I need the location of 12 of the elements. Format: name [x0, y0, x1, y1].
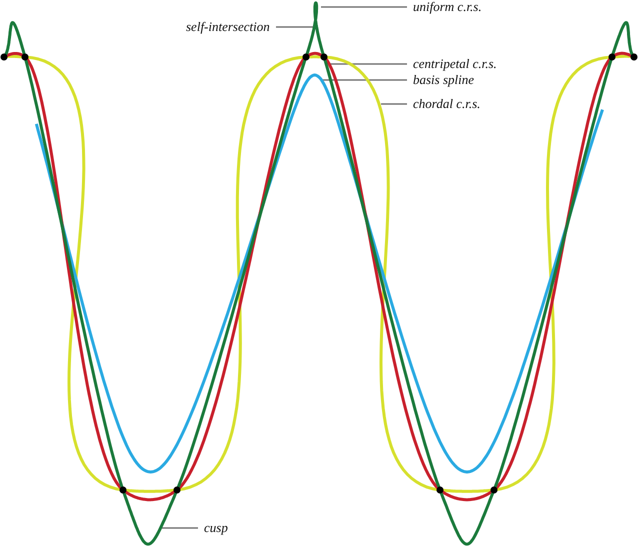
- curve-label: centripetal c.r.s.: [413, 56, 497, 71]
- curve-label: self-intersection: [186, 19, 270, 34]
- leader-line: [276, 26, 313, 28]
- leader-line: [321, 6, 407, 8]
- leader-line: [330, 63, 407, 65]
- curve-label: chordal c.r.s.: [413, 96, 480, 111]
- curve-label: uniform c.r.s.: [413, 0, 482, 14]
- curve-label: basis spline: [413, 72, 474, 87]
- leader-line: [162, 527, 198, 529]
- leader-line: [322, 79, 407, 81]
- curve-label: cusp: [204, 520, 228, 535]
- leader-line: [381, 103, 407, 105]
